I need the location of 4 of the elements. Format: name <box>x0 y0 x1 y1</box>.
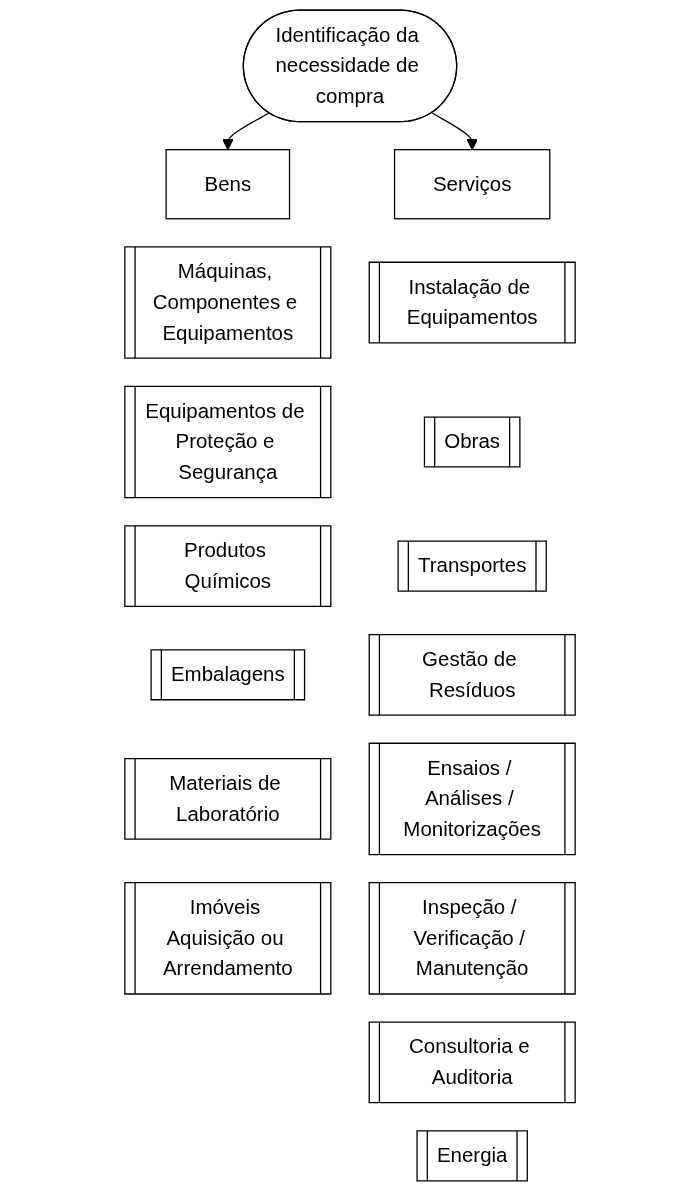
node-box: Bens <box>165 149 291 220</box>
arrow <box>431 112 478 151</box>
node-box: Serviços <box>393 149 551 220</box>
arrow <box>222 112 270 151</box>
